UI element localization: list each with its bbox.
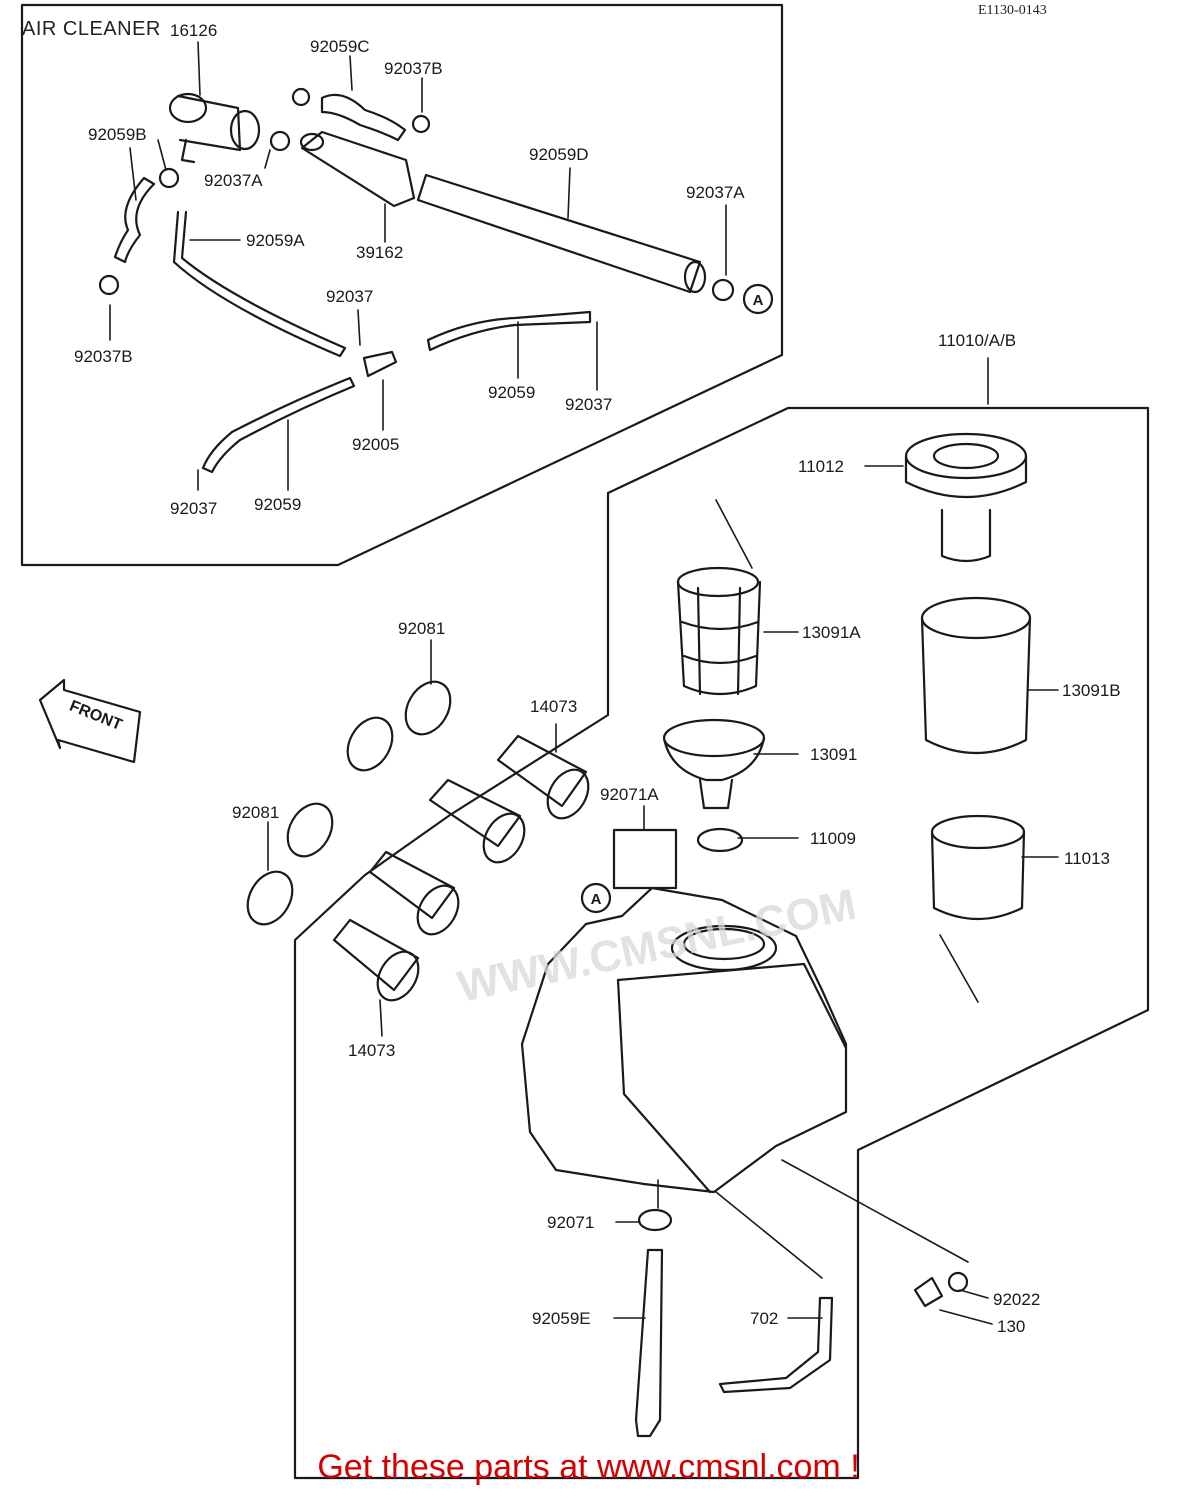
oring-92081-1-shape xyxy=(404,680,452,736)
label-11012: 11012 xyxy=(798,457,844,476)
part-13091B-shape xyxy=(920,596,1032,754)
hose-92059-right-shape xyxy=(426,310,592,352)
label-92071A: 92071A xyxy=(600,785,659,804)
oring-92081-4-shape xyxy=(246,870,294,926)
label-11009: 11009 xyxy=(810,829,856,848)
upper-group-frame xyxy=(20,3,784,567)
washer-92022-shape xyxy=(947,1271,969,1293)
footer-link[interactable]: Get these parts at www.cmsnl.com ! xyxy=(317,1448,860,1486)
bolt-130-shape xyxy=(913,1276,944,1308)
part-11013-shape xyxy=(930,814,1026,921)
label-92037A-left: 92037A xyxy=(204,171,263,190)
part-13091-shape xyxy=(662,718,766,810)
label-92022: 92022 xyxy=(993,1290,1040,1309)
label-92037-right: 92037 xyxy=(565,395,612,414)
label-130: 130 xyxy=(997,1317,1025,1336)
hose-92059B-shape xyxy=(113,176,156,264)
duct-14073-shapes xyxy=(332,734,590,1002)
joint-92005-shape xyxy=(362,350,398,378)
air-box-housing-shape xyxy=(520,886,848,1194)
label-39162: 39162 xyxy=(356,243,403,262)
label-14073-top: 14073 xyxy=(530,697,577,716)
clamp-left-shape xyxy=(158,167,180,189)
label-92059D: 92059D xyxy=(529,145,589,164)
ref-marker-A-upper: A xyxy=(753,292,764,309)
ref-marker-A-upper-shape xyxy=(742,283,774,315)
part-39162-shape xyxy=(300,130,416,208)
oring-92081-2-shape xyxy=(346,716,394,772)
oring-92081-3-shape xyxy=(286,802,334,858)
label-92081-left: 92081 xyxy=(232,803,279,822)
label-11013: 11013 xyxy=(1064,849,1110,868)
label-92037-mid: 92037 xyxy=(326,287,373,306)
ref-marker-A-lower-shape xyxy=(580,882,612,914)
label-92059-bottom: 92059 xyxy=(254,495,301,514)
clamp-92037A-left-shape xyxy=(269,130,291,152)
part-labels: 16126 92059C 92037B 92059B 92037A 92059D… xyxy=(74,21,1121,1336)
label-11010AB: 11010/A/B xyxy=(938,331,1016,350)
label-92059B: 92059B xyxy=(88,125,147,144)
label-702: 702 xyxy=(750,1309,778,1328)
diagram-title: AIR CLEANER xyxy=(22,18,161,40)
lower-group-frame xyxy=(293,406,1150,1480)
label-13091A: 13091A xyxy=(802,623,861,642)
label-92071: 92071 xyxy=(547,1213,594,1232)
label-92059E: 92059E xyxy=(532,1309,591,1328)
part-16126-shape xyxy=(168,92,261,164)
hose-92059C-shape xyxy=(320,93,407,142)
clamp-92037B-top-shape xyxy=(291,87,311,107)
watermark-text: WWW.CMSNL.COM xyxy=(453,880,860,1012)
label-92081-top: 92081 xyxy=(398,619,445,638)
drawing-code: E1130-0143 xyxy=(978,3,1047,18)
label-13091B: 13091B xyxy=(1062,681,1121,700)
label-92059A: 92059A xyxy=(246,231,305,250)
part-11012-shape xyxy=(904,432,1028,563)
label-13091: 13091 xyxy=(810,745,857,764)
washer-11009-shape xyxy=(696,827,744,853)
clamp-92037A-right-shape xyxy=(711,278,735,302)
front-arrow-icon xyxy=(38,678,142,764)
front-label: FRONT xyxy=(67,698,125,734)
label-16126: 16126 xyxy=(170,21,217,40)
hose-92059-bottom-shape xyxy=(201,376,356,474)
ref-marker-A-lower: A xyxy=(591,891,602,908)
hose-92059A-shape xyxy=(172,210,347,358)
clamp-92037B-left-shape xyxy=(98,274,120,296)
part-13091A-shape xyxy=(676,566,762,696)
label-92005: 92005 xyxy=(352,435,399,454)
label-92059C: 92059C xyxy=(310,37,370,56)
label-14073-bottom: 14073 xyxy=(348,1041,395,1060)
label-92037-bottom: 92037 xyxy=(170,499,217,518)
tube-702-shape xyxy=(718,1296,834,1394)
label-92059-right: 92059 xyxy=(488,383,535,402)
label-92037B-left: 92037B xyxy=(74,347,133,366)
hose-92059D-shape xyxy=(416,173,702,294)
label-92037B-top: 92037B xyxy=(384,59,443,78)
plug-92071A-shape xyxy=(612,828,678,890)
grommet-92071-shape xyxy=(637,1208,673,1232)
hose-92059E-shape xyxy=(634,1248,664,1438)
label-92037A-right: 92037A xyxy=(686,183,745,202)
clamp-92037B-shape xyxy=(411,114,431,134)
